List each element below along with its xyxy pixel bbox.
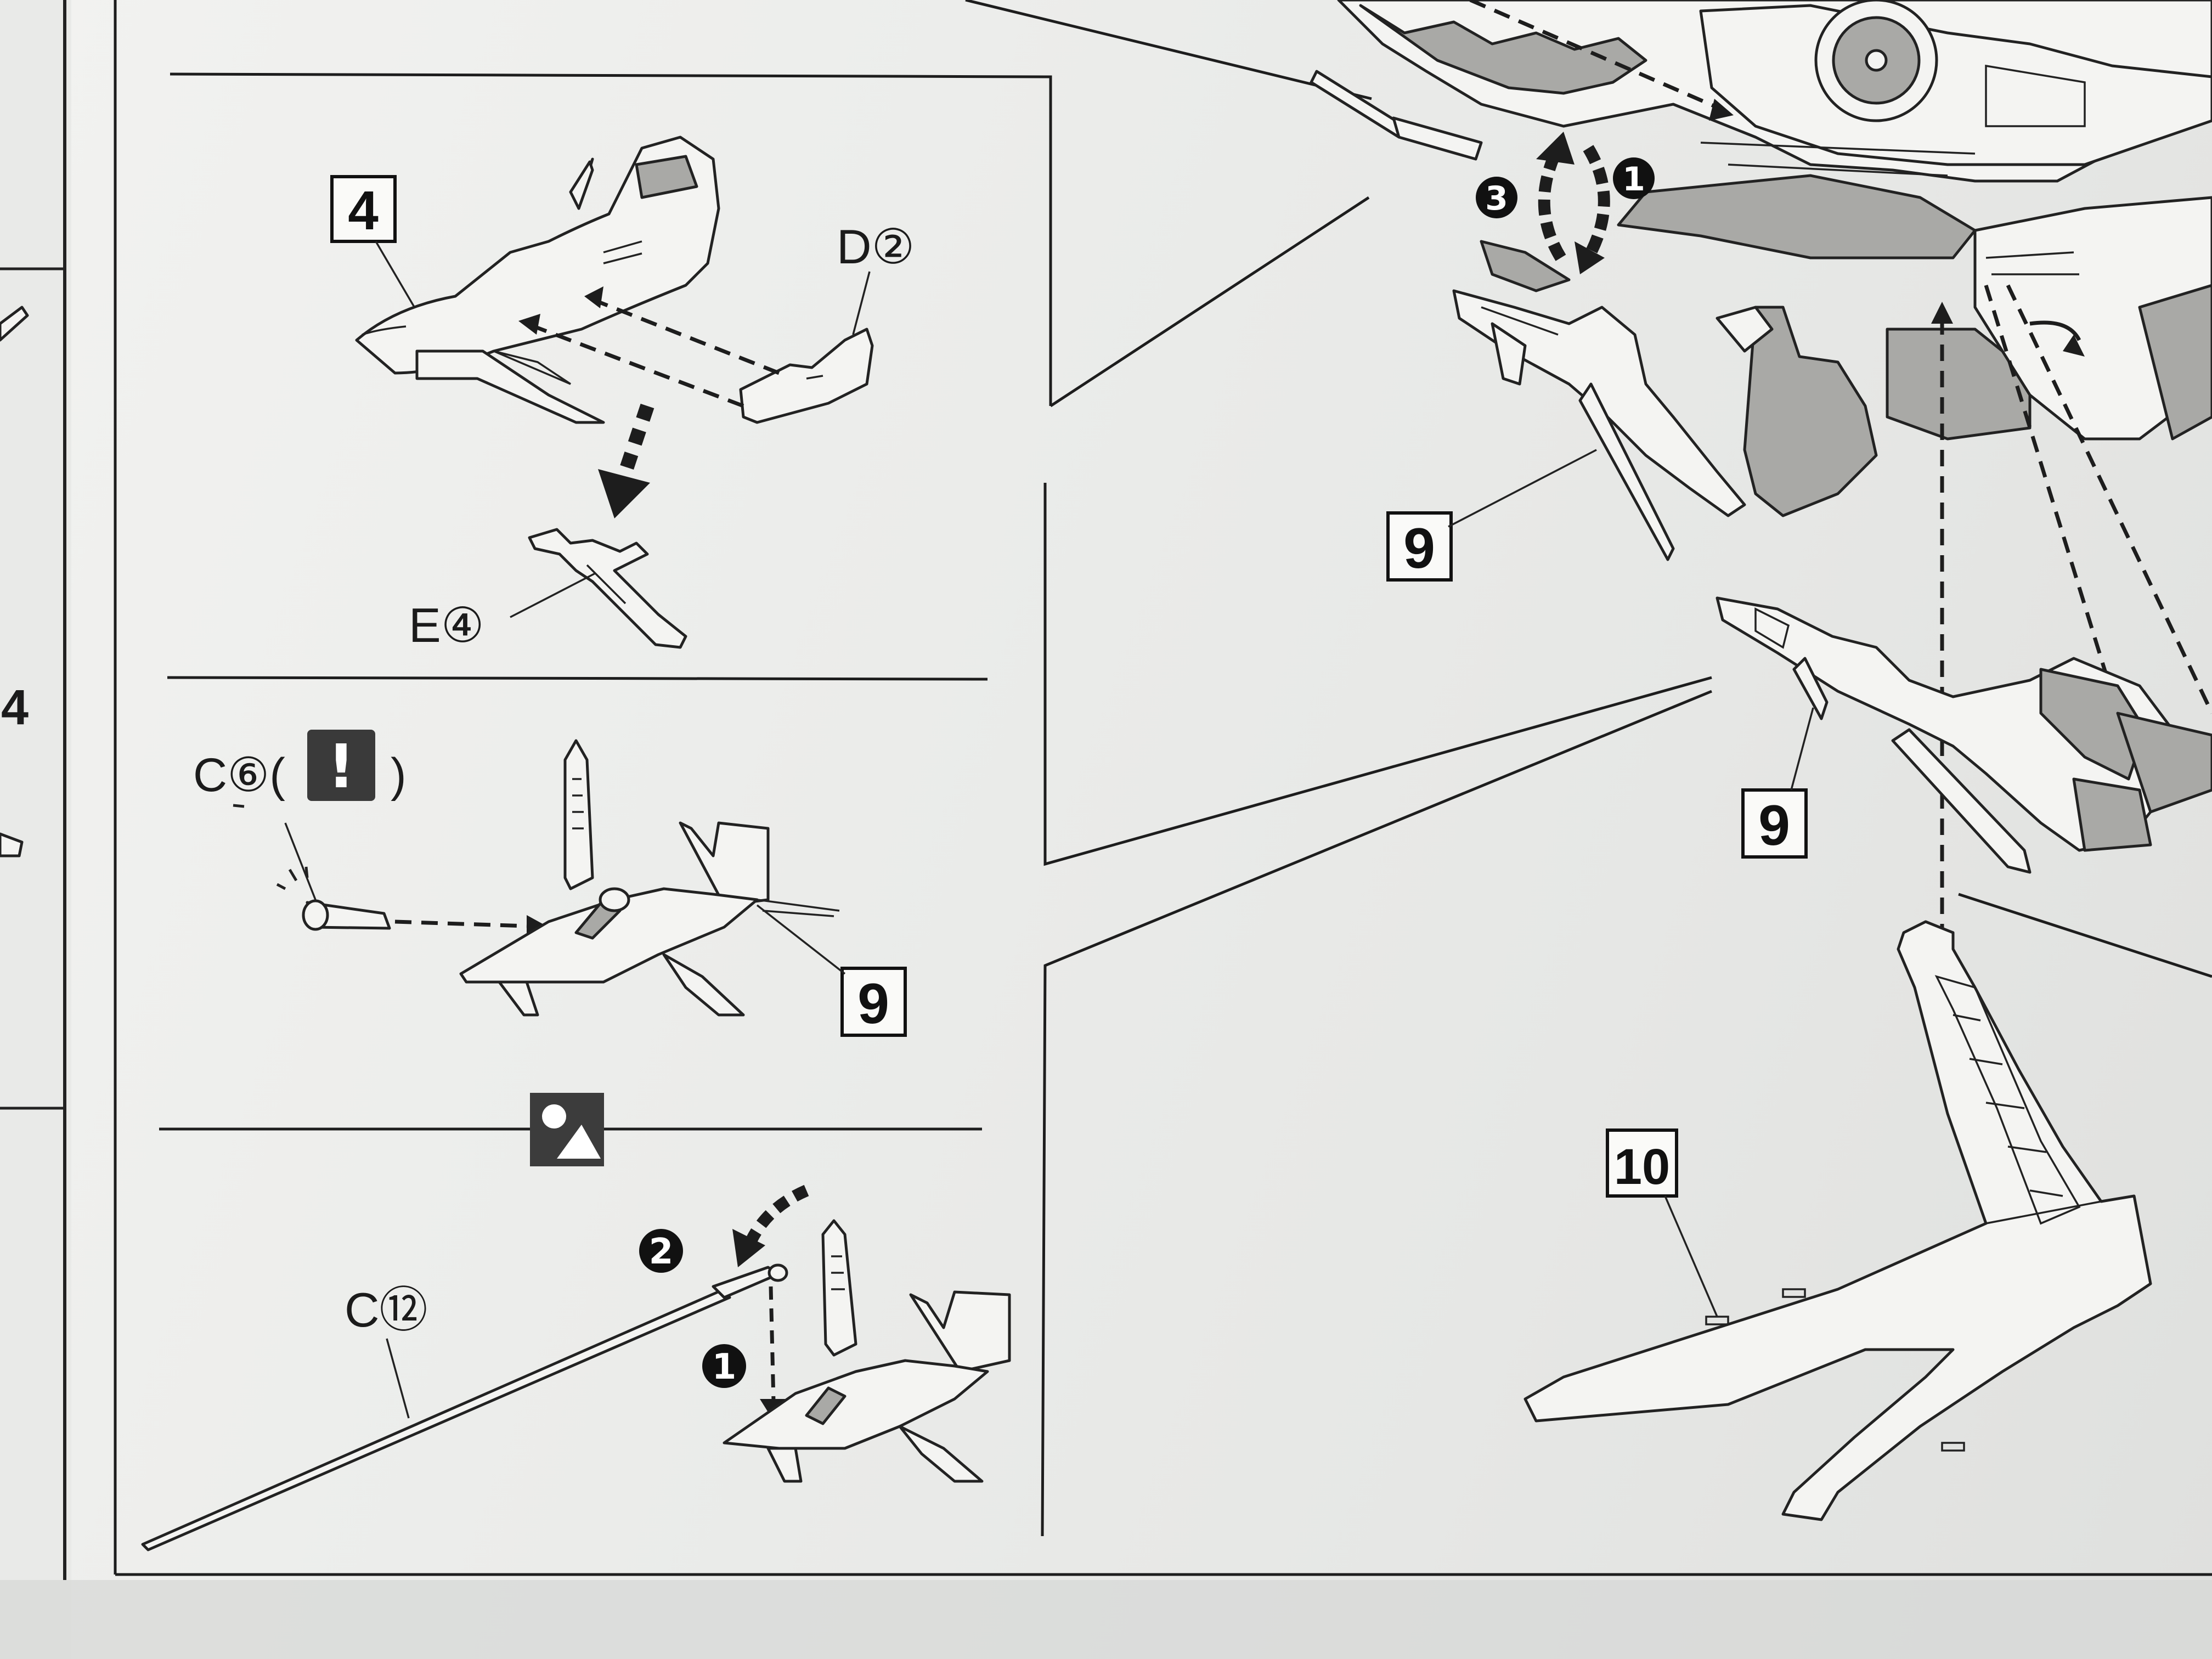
caution-badge: ! <box>307 730 375 802</box>
page-bottom-shadow <box>0 1580 2212 1659</box>
step-4-number-box: 4 <box>330 175 397 243</box>
wing-unit-assembly <box>355 136 720 424</box>
part-c6-label-close: ) <box>391 749 407 802</box>
step-9-number-c: 9 <box>1758 794 1790 857</box>
step-9-number-box-b: 9 <box>1386 511 1453 582</box>
step-4-number: 4 <box>348 180 379 241</box>
callout-1-b: 1 <box>702 1344 746 1388</box>
adjacent-page-strip: 4 <box>0 0 71 1659</box>
step-9-number-a: 9 <box>857 972 889 1036</box>
part-c12-label: C⑫ <box>345 1283 428 1337</box>
step-10-number: 10 <box>1614 1139 1670 1195</box>
page-frame <box>114 0 2212 1576</box>
mid-body-grey <box>1617 174 2212 517</box>
part-e4: E④ <box>409 528 687 652</box>
step-c6-panel: C⑥( ! ) <box>159 730 982 1131</box>
part-c6-pin <box>276 822 391 931</box>
wing-unit-9-attached <box>1452 240 1746 561</box>
circle-triangle-option-icon <box>530 1093 604 1166</box>
part-c6-label: C⑥( <box>193 749 285 802</box>
part-d2: D② <box>739 219 915 424</box>
part-d2-label: D② <box>837 219 915 274</box>
wing-unit-9-top <box>459 739 840 1017</box>
callout-1-a-number: 1 <box>1622 160 1645 199</box>
main-assembly-panel: 3 1 9 <box>965 0 2212 1537</box>
step-c12-panel: 2 1 C⑫ <box>141 1093 1011 1551</box>
wing-unit-9-lower <box>723 1219 1011 1483</box>
display-stand-10 <box>1523 920 2152 1521</box>
step-10-number-box: 10 <box>1606 1128 1678 1198</box>
callout-1-a: 1 <box>1613 157 1655 199</box>
wing-unit-9-floating <box>1716 596 2212 874</box>
step-9-number-box-c: 9 <box>1741 788 1808 859</box>
exclamation-caution-icon: ! <box>328 731 355 802</box>
callout-1-b-number: 1 <box>712 1347 737 1387</box>
main-fuselage <box>1337 0 2212 183</box>
step-4-panel: 4 D② <box>167 72 1052 681</box>
callout-2: 2 <box>639 1229 683 1273</box>
step-9-number-b: 9 <box>1403 517 1435 580</box>
callout-3-number: 3 <box>1485 179 1508 218</box>
adjacent-page-number: 4 <box>1 680 29 735</box>
part-e4-label: E④ <box>409 598 484 652</box>
part-c12-rod: C⑫ <box>141 1263 788 1551</box>
step-9-number-box-a: 9 <box>840 967 907 1037</box>
callout-2-number: 2 <box>649 1232 674 1272</box>
callout-3: 3 <box>1476 177 1517 218</box>
